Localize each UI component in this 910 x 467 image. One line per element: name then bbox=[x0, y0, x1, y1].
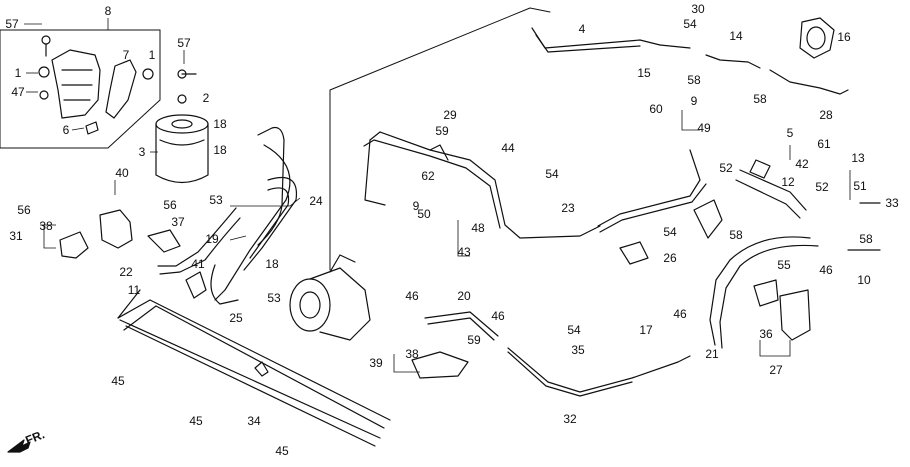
part-callout-18b: 18 bbox=[213, 143, 227, 157]
part-callout-46b: 46 bbox=[405, 289, 419, 303]
part-callout-54c: 54 bbox=[663, 225, 677, 239]
part-callout-26: 26 bbox=[663, 251, 677, 265]
part-callout-54b: 54 bbox=[545, 167, 559, 181]
part-callout-11: 11 bbox=[127, 283, 141, 297]
part-callout-48: 48 bbox=[471, 221, 485, 235]
part-callout-52a: 52 bbox=[719, 161, 733, 175]
part-callout-16: 16 bbox=[837, 30, 851, 44]
part-callout-3: 3 bbox=[138, 145, 146, 159]
part-callout-34: 34 bbox=[247, 414, 261, 428]
part-callout-47: 47 bbox=[11, 85, 25, 99]
part-callout-24: 24 bbox=[309, 194, 323, 208]
part-callout-6: 6 bbox=[62, 123, 70, 137]
part-callout-4: 4 bbox=[578, 22, 586, 36]
part-callout-1a: 1 bbox=[148, 48, 156, 62]
part-callout-54a: 54 bbox=[683, 17, 697, 31]
part-callout-59a: 59 bbox=[435, 124, 449, 138]
part-callout-44: 44 bbox=[501, 141, 515, 155]
part-callout-62: 62 bbox=[421, 169, 435, 183]
part-callout-14: 14 bbox=[729, 29, 743, 43]
part-callout-38a: 38 bbox=[39, 219, 53, 233]
part-callout-13: 13 bbox=[851, 151, 865, 165]
part-callout-2: 2 bbox=[202, 91, 210, 105]
part-callout-37: 37 bbox=[171, 215, 185, 229]
part-callout-46d: 46 bbox=[673, 307, 687, 321]
part-callout-19: 19 bbox=[205, 232, 219, 246]
part-callout-18c: 18 bbox=[265, 257, 279, 271]
part-callout-9a: 9 bbox=[690, 94, 698, 108]
part-callout-8: 8 bbox=[104, 4, 112, 18]
part-callout-58d: 58 bbox=[859, 232, 873, 246]
part-callout-36: 36 bbox=[759, 327, 773, 341]
part-callout-29: 29 bbox=[443, 108, 457, 122]
part-callout-56a: 56 bbox=[17, 203, 31, 217]
part-callout-28: 28 bbox=[819, 108, 833, 122]
part-callout-41: 41 bbox=[191, 257, 205, 271]
part-callout-60: 60 bbox=[649, 102, 663, 116]
part-callout-40: 40 bbox=[115, 166, 129, 180]
part-callout-17: 17 bbox=[639, 323, 653, 337]
part-callout-53b: 53 bbox=[267, 291, 281, 305]
part-callout-52b: 52 bbox=[815, 180, 829, 194]
part-callout-25: 25 bbox=[229, 311, 243, 325]
part-callout-15: 15 bbox=[637, 66, 651, 80]
part-callout-46c: 46 bbox=[491, 309, 505, 323]
part-callout-38b: 38 bbox=[405, 347, 419, 361]
part-callout-39: 39 bbox=[369, 356, 383, 370]
part-callout-21: 21 bbox=[705, 347, 719, 361]
part-callout-46a: 46 bbox=[819, 263, 833, 277]
part-callout-51: 51 bbox=[853, 179, 867, 193]
part-callout-32: 32 bbox=[563, 412, 577, 426]
part-callout-33: 33 bbox=[885, 196, 899, 210]
part-callout-45c: 45 bbox=[275, 444, 289, 458]
part-callout-22: 22 bbox=[119, 265, 133, 279]
part-callout-55: 55 bbox=[777, 258, 791, 272]
part-callout-43: 43 bbox=[457, 245, 471, 259]
part-callout-42: 42 bbox=[795, 157, 809, 171]
part-callout-23: 23 bbox=[561, 201, 575, 215]
part-callout-35: 35 bbox=[571, 343, 585, 357]
part-callout-20: 20 bbox=[457, 289, 471, 303]
part-callout-56b: 56 bbox=[163, 198, 177, 212]
part-callout-57a: 57 bbox=[5, 17, 19, 31]
part-callout-45a: 45 bbox=[111, 374, 125, 388]
part-callout-5: 5 bbox=[786, 126, 794, 140]
part-callout-12: 12 bbox=[781, 175, 795, 189]
part-callout-49: 49 bbox=[697, 121, 711, 135]
part-callout-30: 30 bbox=[691, 2, 705, 16]
part-callout-53a: 53 bbox=[209, 193, 223, 207]
part-callout-50: 50 bbox=[417, 207, 431, 221]
part-callout-7: 7 bbox=[122, 48, 130, 62]
part-callout-27: 27 bbox=[769, 363, 783, 377]
part-callout-31: 31 bbox=[9, 229, 23, 243]
part-callout-10: 10 bbox=[857, 273, 871, 287]
part-callout-54d: 54 bbox=[567, 323, 581, 337]
part-callout-58a: 58 bbox=[687, 73, 701, 87]
part-callout-45b: 45 bbox=[189, 414, 203, 428]
part-callout-58b: 58 bbox=[753, 92, 767, 106]
part-callout-59b: 59 bbox=[467, 333, 481, 347]
part-callout-1b: 1 bbox=[14, 66, 22, 80]
part-callout-57b: 57 bbox=[177, 36, 191, 50]
part-callout-58c: 58 bbox=[729, 228, 743, 242]
part-callout-18a: 18 bbox=[213, 117, 227, 131]
part-callout-9b: 9 bbox=[412, 199, 420, 213]
part-callout-61: 61 bbox=[817, 137, 831, 151]
